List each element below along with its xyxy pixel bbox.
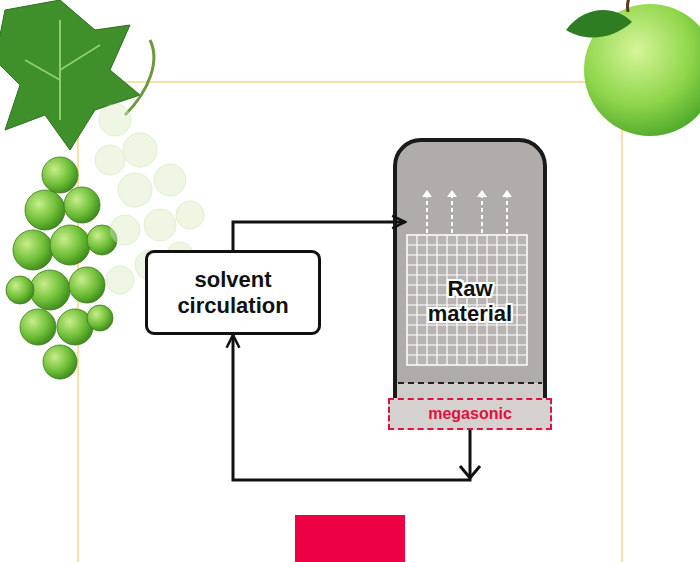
pale-grape	[123, 133, 157, 167]
pale-grape	[106, 266, 134, 294]
grape	[42, 157, 78, 193]
flow-arrowhead	[422, 190, 432, 197]
grape	[43, 345, 77, 379]
node-label: solvent circulation	[158, 267, 308, 319]
grape	[6, 276, 34, 304]
grape	[87, 305, 113, 331]
grape	[30, 270, 70, 310]
vessel-outline	[395, 140, 545, 425]
grape	[20, 309, 56, 345]
divider-line	[398, 382, 542, 384]
flow-arrow	[426, 194, 428, 233]
apple-stem	[627, 0, 634, 12]
grape	[13, 230, 53, 270]
leaf-vein	[25, 20, 100, 120]
grape-stem	[125, 40, 154, 115]
process-box: solvent circulation	[145, 250, 321, 335]
red-block	[295, 515, 405, 562]
pale-grape	[118, 173, 152, 207]
flow-arrow	[506, 194, 508, 233]
vessel	[395, 140, 545, 425]
grid-line	[407, 254, 527, 255]
flow-arrow	[451, 194, 453, 233]
flow-arrowhead	[502, 190, 512, 197]
apple-leaf	[566, 10, 632, 37]
grape-cluster	[6, 157, 117, 379]
grape	[64, 187, 100, 223]
grape-leaf	[0, 0, 140, 150]
flow-arrowhead	[447, 190, 457, 197]
node-label: megasonic	[428, 405, 512, 423]
grid-line	[407, 344, 527, 345]
flow-arrowhead	[477, 190, 487, 197]
grape	[69, 267, 105, 303]
node-label: Raw material	[405, 277, 535, 325]
grid-line	[407, 354, 527, 355]
pale-grape	[95, 145, 125, 175]
megasonic-unit: megasonic	[388, 398, 552, 430]
pale-grape	[110, 215, 140, 245]
grid-line	[407, 244, 527, 245]
flow-arrow	[481, 194, 483, 233]
pale-grape	[154, 164, 186, 196]
pale-grape	[144, 209, 176, 241]
grape	[25, 190, 65, 230]
grid-line	[407, 264, 527, 265]
pale-grape	[176, 201, 204, 229]
flow-arrowhead	[460, 466, 480, 478]
grid-line	[407, 274, 527, 275]
raw-material-bed: Raw material	[405, 188, 535, 368]
grape	[50, 225, 90, 265]
flow-connector	[233, 222, 405, 250]
grid-line	[407, 334, 527, 335]
panel	[78, 82, 622, 562]
pale-grape	[99, 104, 131, 136]
